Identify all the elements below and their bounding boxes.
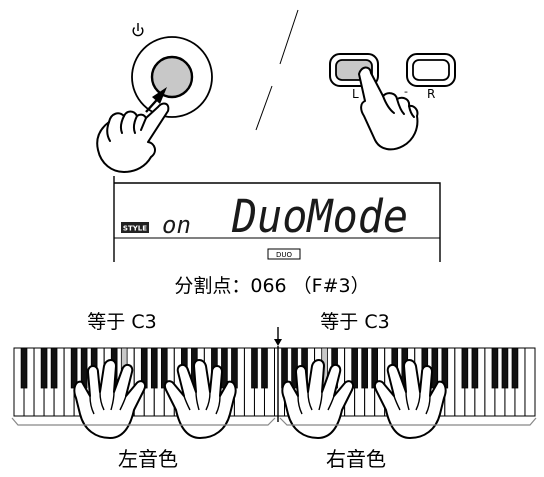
black-key: [20, 347, 28, 389]
hand-icon: [281, 359, 354, 439]
tick-mark: -: [404, 85, 408, 98]
style-badge: STYLE: [123, 225, 147, 233]
black-key: [471, 347, 479, 389]
white-key: [524, 347, 536, 417]
right-button-label: R: [427, 87, 435, 101]
black-key: [511, 347, 519, 389]
black-key: [461, 347, 469, 389]
black-key: [50, 347, 58, 389]
separator: [255, 9, 299, 131]
black-key: [491, 347, 499, 389]
hand-icon: [73, 359, 146, 439]
hands: [73, 359, 447, 439]
black-key: [501, 347, 509, 389]
right-range-bracket: [279, 417, 537, 426]
black-key: [40, 347, 48, 389]
power-icon: [132, 23, 144, 37]
black-key: [261, 347, 268, 389]
black-key: [431, 347, 439, 389]
black-key: [351, 347, 358, 389]
black-key: [221, 347, 228, 389]
right-voice-label: 右音色: [326, 447, 386, 471]
press-arrow-icon: [145, 87, 167, 113]
left-equal-label: 等于 C3: [87, 311, 156, 333]
black-key: [70, 347, 78, 389]
left-range-bracket: [11, 417, 276, 426]
left-button[interactable]: [329, 53, 379, 87]
lcd-status: on: [162, 211, 191, 239]
lcd-mode: DuoMode: [231, 190, 408, 243]
pointing-hand-icon: [358, 66, 419, 151]
power-button[interactable]: [131, 36, 213, 118]
left-button-label: L: [352, 87, 359, 101]
left-voice-label: 左音色: [118, 447, 178, 471]
black-key: [361, 347, 368, 389]
black-key: [150, 347, 158, 389]
pointing-hand-icon: [96, 102, 170, 173]
hand-icon: [374, 359, 447, 439]
right-button[interactable]: [406, 53, 456, 87]
down-arrow-icon: [274, 327, 282, 346]
split-point-label: 分割点：066 （F#3）: [174, 275, 369, 297]
right-equal-label: 等于 C3: [320, 311, 389, 333]
hand-icon: [164, 359, 237, 439]
lcd-display: STYLE on DuoMode DUO: [113, 176, 441, 262]
duo-indicator: DUO: [276, 251, 293, 259]
black-key: [251, 347, 258, 389]
